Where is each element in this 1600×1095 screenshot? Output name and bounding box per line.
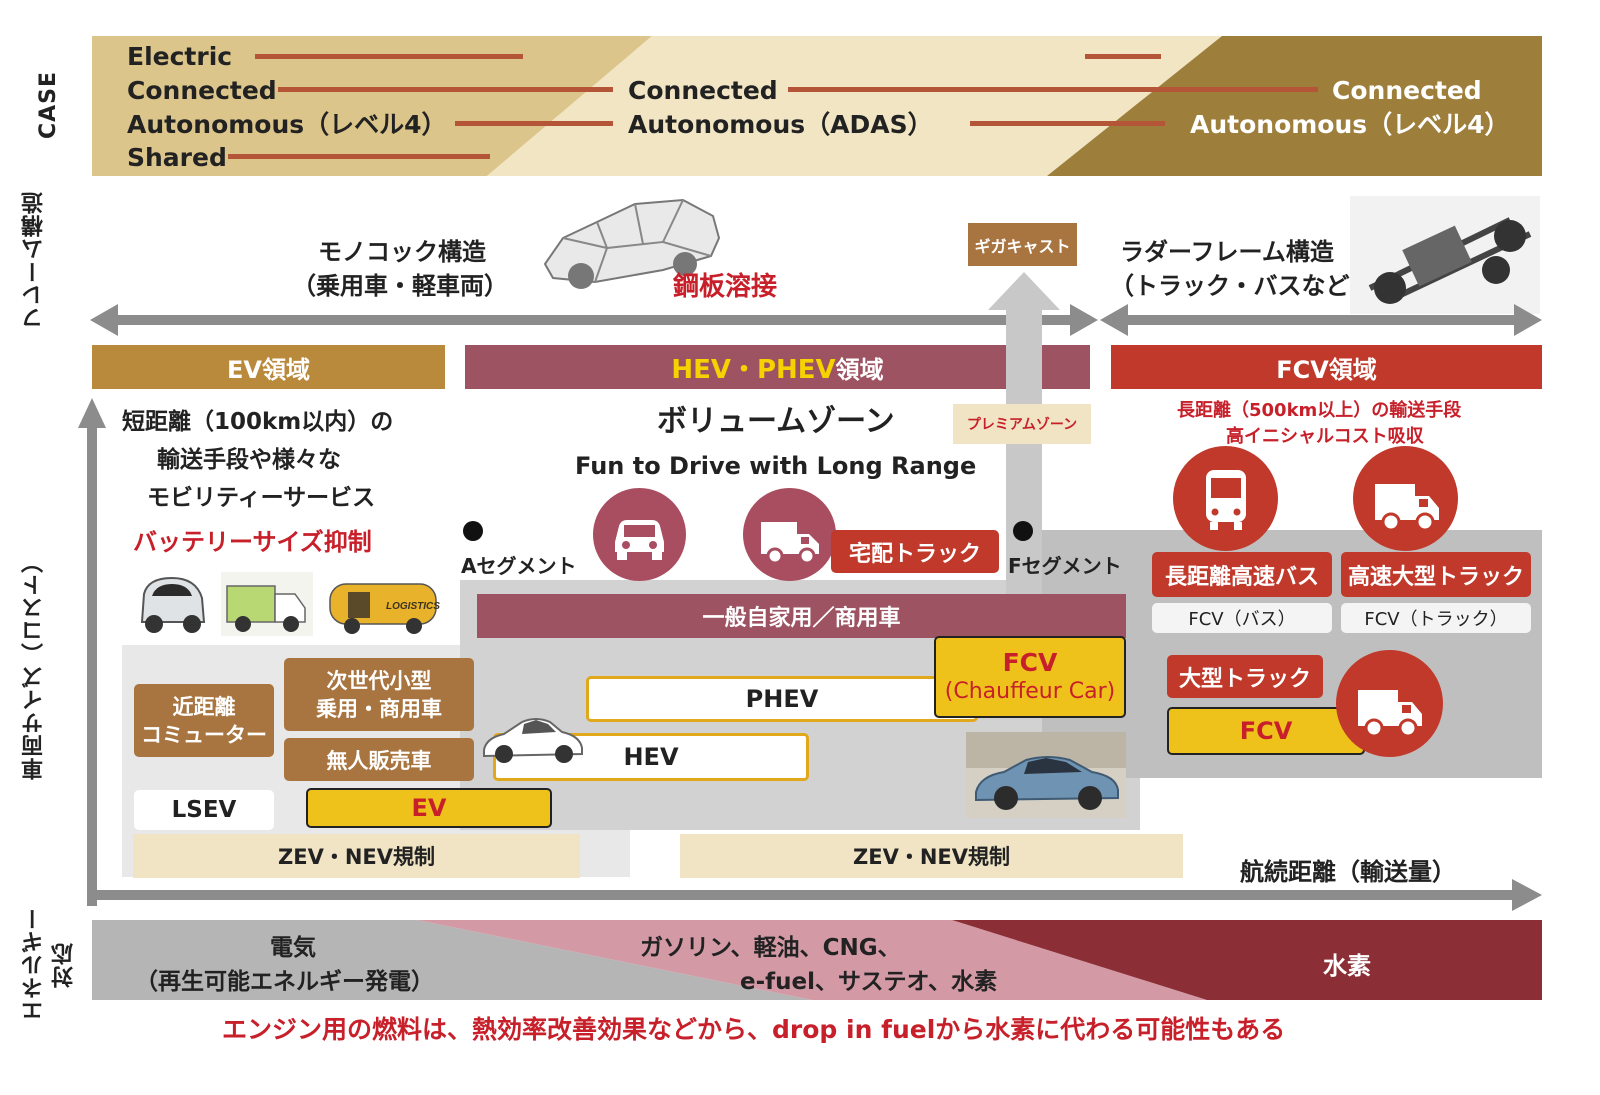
logistics-pod-image: LOGISTICS [329,583,440,634]
next-gen-small-line2: 乗用・商用車 [316,696,442,721]
fcv-chauffeur-subtitle: (Chauffeur Car) [944,679,1116,704]
general-private-commercial-bar: 一般自家用／商用車 [477,594,1126,638]
monocoque-body-image [543,198,721,289]
ev-desc-line3: モビリティーサービス [147,485,376,511]
energy-row-label: エネルギー対応 [22,907,77,1023]
zev-nev-left-box: ZEV・NEV規制 [133,834,580,878]
sports-car-image [483,718,583,763]
ev-desc-line2: 輸送手段や様々な [157,447,341,473]
case-row-label: CASE [36,70,61,140]
case-autonomous-left: Autonomous（レベル4） [127,110,447,139]
frame-arrows [90,304,1542,336]
volume-zone-label: ボリュームゾーン [657,404,895,439]
hev-phev-label: HEV・PHEV [671,354,836,385]
monocoque-title: モノコック構造 [318,238,486,266]
car-circle [593,488,686,581]
bus-circle [1173,446,1278,551]
energy-hydrogen: 水素 [1323,952,1371,980]
fcv-chauffeur-box: FCV (Chauffeur Car) [934,636,1126,718]
ev-desc-line1: 短距離（100km以内）の [122,409,394,435]
ev-box: EV [306,788,552,828]
micro-ev-image [140,576,206,633]
case-connected-middle: Connected [628,76,778,105]
premium-zone-badge: プレミアムゾーン [953,404,1091,444]
van-icon [761,522,819,565]
energy-fuel-line1: ガソリン、軽油、CNG、 [640,935,901,961]
axes [78,398,1542,911]
next-gen-small-box: 次世代小型 乗用・商用車 [284,658,474,731]
fcv-domain-header: FCV領域 [1111,345,1542,389]
case-electric: Electric [127,42,233,71]
fun-to-drive-label: Fun to Drive with Long Range [575,452,977,480]
short-commuter-line1: 近距離 [172,694,236,719]
case-bar-electric-right [1085,54,1161,59]
case-bar-electric [255,54,523,59]
case-bar-shared [228,154,490,159]
highway-truck-badge: 高速大型トラック [1341,552,1531,597]
f-segment-label: Fセグメント [1008,554,1122,578]
large-truck-circle [1336,650,1443,757]
van-circle [743,488,836,581]
ladder-title: ラダーフレーム構造 [1120,238,1334,266]
delivery-truck-badge: 宅配トラック [831,530,999,573]
battery-size-label: バッテリーサイズ抑制 [133,528,372,556]
fcv-truck-box: FCV（トラック） [1341,603,1531,633]
frame-row-label: フレーム構造 [22,191,47,329]
long-distance-bus-badge: 長距離高速バス [1152,552,1332,597]
unmanned-vending-box: 無人販売車 [284,738,474,781]
short-commuter-line2: コミューター [141,722,267,747]
gigacast-badge: ギガキャスト [968,223,1077,266]
large-truck-icon [1358,690,1422,738]
case-bar-connected-mid [788,87,1318,92]
case-bar-autonomous-mid [970,121,1165,126]
case-bar-autonomous-left [455,121,613,126]
case-shared: Shared [127,143,227,172]
fcv-bus-box: FCV（バス） [1152,603,1332,633]
a-segment-label: Aセグメント [461,554,577,578]
fcv-chauffeur-title: FCV [1002,648,1058,677]
case-bar-connected-left [278,87,613,92]
x-axis-label: 航続距離（輸送量） [1240,858,1456,886]
f-segment-dot [1013,521,1033,541]
car-icon [615,520,664,560]
phev-box: PHEV [586,676,978,722]
logistics-text: LOGISTICS [386,601,440,612]
fcv-desc-line2: 高イニシャルコスト吸収 [1226,426,1424,447]
size-axis-label: 車両サイズ（コスト） [22,550,47,780]
monocoque-subtitle: （乗用車・軽車両） [292,272,508,300]
ev-domain-header: EV領域 [92,345,445,389]
premium-arrow-shaft [1006,300,1042,640]
case-autonomous-middle: Autonomous（ADAS） [628,110,933,139]
zev-nev-right-box: ZEV・NEV規制 [680,834,1183,878]
hev-phev-suffix: 領域 [835,355,884,384]
lsev-box: LSEV [134,790,274,830]
fcv-large-truck-box: FCV [1167,707,1365,755]
premium-arrow-head [988,272,1060,310]
steel-weld-label: 鋼板溶接 [673,272,778,302]
case-connected-left: Connected [127,76,277,105]
case-connected-right: Connected [1332,76,1482,105]
mini-truck-image [221,572,313,636]
a-segment-dot [463,521,483,541]
fcv-sedan-image [966,732,1126,818]
energy-fuel-line2: e-fuel、サステオ、水素 [740,969,998,995]
ladder-subtitle: （トラック・バスなど） [1110,272,1374,300]
truck-icon [1375,484,1439,532]
energy-band [92,920,1542,1000]
truck-circle [1353,446,1458,551]
short-commuter-box: 近距離 コミューター [134,684,274,757]
large-truck-badge: 大型トラック [1167,655,1323,698]
footer-note: エンジン用の燃料は、熱効率改善効果などから、drop in fuelから水素に代… [222,1015,1286,1044]
case-band [92,36,1542,176]
bus-icon [1206,470,1246,530]
fcv-desc-line1: 長距離（500km以上）の輸送手段 [1177,400,1462,421]
case-autonomous-right: Autonomous（レベル4） [1190,110,1510,139]
energy-electric-line1: 電気 [270,935,316,961]
ladder-frame-image [1350,196,1540,314]
energy-electric-line2: （再生可能エネルギー発電） [135,969,434,995]
next-gen-small-line1: 次世代小型 [326,668,432,693]
